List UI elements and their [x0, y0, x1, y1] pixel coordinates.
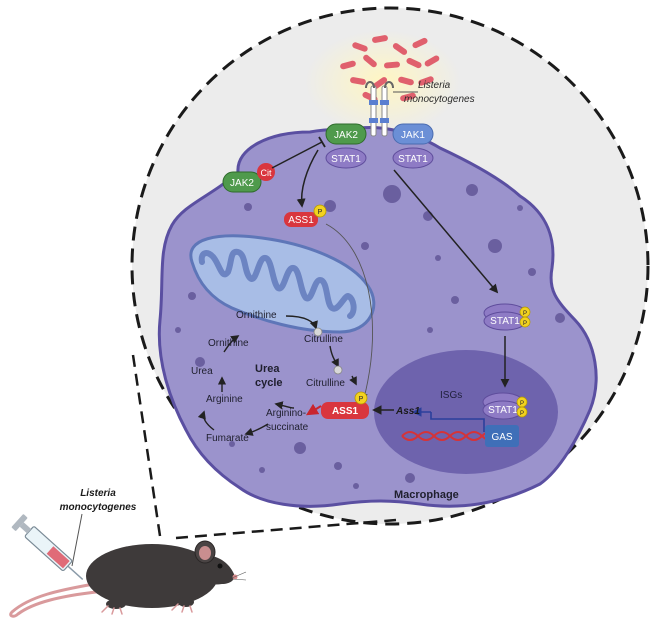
jak2-cit-label: JAK2	[230, 178, 254, 189]
stat1-right-label: STAT1	[398, 154, 428, 165]
ornithine-mito-label: Ornithine	[236, 310, 277, 321]
listeria-bacteria	[340, 35, 440, 103]
argininosuccinate-label-1: Arginino-	[266, 408, 306, 419]
urea-cycle-arrows	[197, 315, 357, 436]
argininosuccinate-label-2: succinate	[266, 422, 309, 433]
ass1-lower-protein: ASS1 P	[321, 391, 369, 419]
stat1-nuc-p1: P	[520, 401, 524, 407]
zoom-line-right	[175, 518, 397, 540]
isgs-label: ISGs	[440, 390, 462, 401]
stat1-cytoplasm-dimer: STAT1 P P	[483, 303, 531, 331]
stat1-nuclear-label: STAT1	[488, 405, 518, 416]
jak2-receptor-protein: JAK2	[325, 123, 367, 145]
ornithine-cyto-label: Ornithine	[208, 338, 249, 349]
ass1-upper-protein: ASS1 P	[284, 204, 327, 227]
arginine-label: Arginine	[206, 394, 243, 405]
stat1-nuc-p2: P	[520, 411, 524, 417]
stat1-cyto-p2: P	[523, 321, 527, 327]
mouse-icon	[9, 540, 247, 618]
bacteria-label-top-2: monocytogenes	[404, 94, 475, 105]
stat1-right-protein: STAT1	[392, 147, 434, 169]
ass1-lower-label: ASS1	[332, 406, 359, 417]
syringe-icon	[11, 514, 84, 580]
jak2-cit-protein: JAK2 Cit	[222, 163, 275, 193]
urea-cycle-title-1: Urea	[255, 363, 280, 375]
cytoplasm-granules	[175, 184, 565, 489]
urea-cycle-title-2: cycle	[255, 377, 283, 389]
ass1-gene-label: Ass1	[395, 406, 420, 417]
jak1-protein: JAK1	[392, 123, 434, 145]
ass1-upper-label: ASS1	[288, 215, 314, 226]
ass1-lower-phospho: P	[359, 396, 364, 403]
bacteria-label-mouse-2: monocytogenes	[60, 502, 137, 513]
bacteria-label-top-1: Listeria	[418, 80, 451, 91]
stat1-left-protein: STAT1	[325, 147, 367, 169]
dna-strand	[401, 431, 499, 441]
urea-label: Urea	[191, 366, 213, 377]
bacteria-label-mouse-1: Listeria	[80, 488, 116, 499]
stat1-nuclear-dimer: STAT1 P P	[482, 392, 528, 420]
macrophage-label: Macrophage	[394, 489, 459, 501]
zoom-line-left	[131, 354, 162, 537]
jak2-label: JAK2	[334, 130, 358, 141]
cit-badge: Cit	[261, 168, 272, 178]
gas-element: GAS	[485, 425, 519, 447]
citrulline-mito-label: Citrulline	[304, 334, 343, 345]
gas-label: GAS	[491, 432, 512, 443]
citrulline-cyto-label: Citrulline	[306, 378, 345, 389]
ass1-upper-phospho: P	[318, 209, 323, 216]
fumarate-label: Fumarate	[206, 433, 249, 444]
stat1-cyto-p1: P	[523, 311, 527, 317]
mitochondrion	[189, 234, 376, 334]
receptor	[365, 81, 394, 137]
jak1-label: JAK1	[401, 130, 425, 141]
stat1-cyto-label: STAT1	[490, 316, 520, 327]
stat1-left-label: STAT1	[331, 154, 361, 165]
